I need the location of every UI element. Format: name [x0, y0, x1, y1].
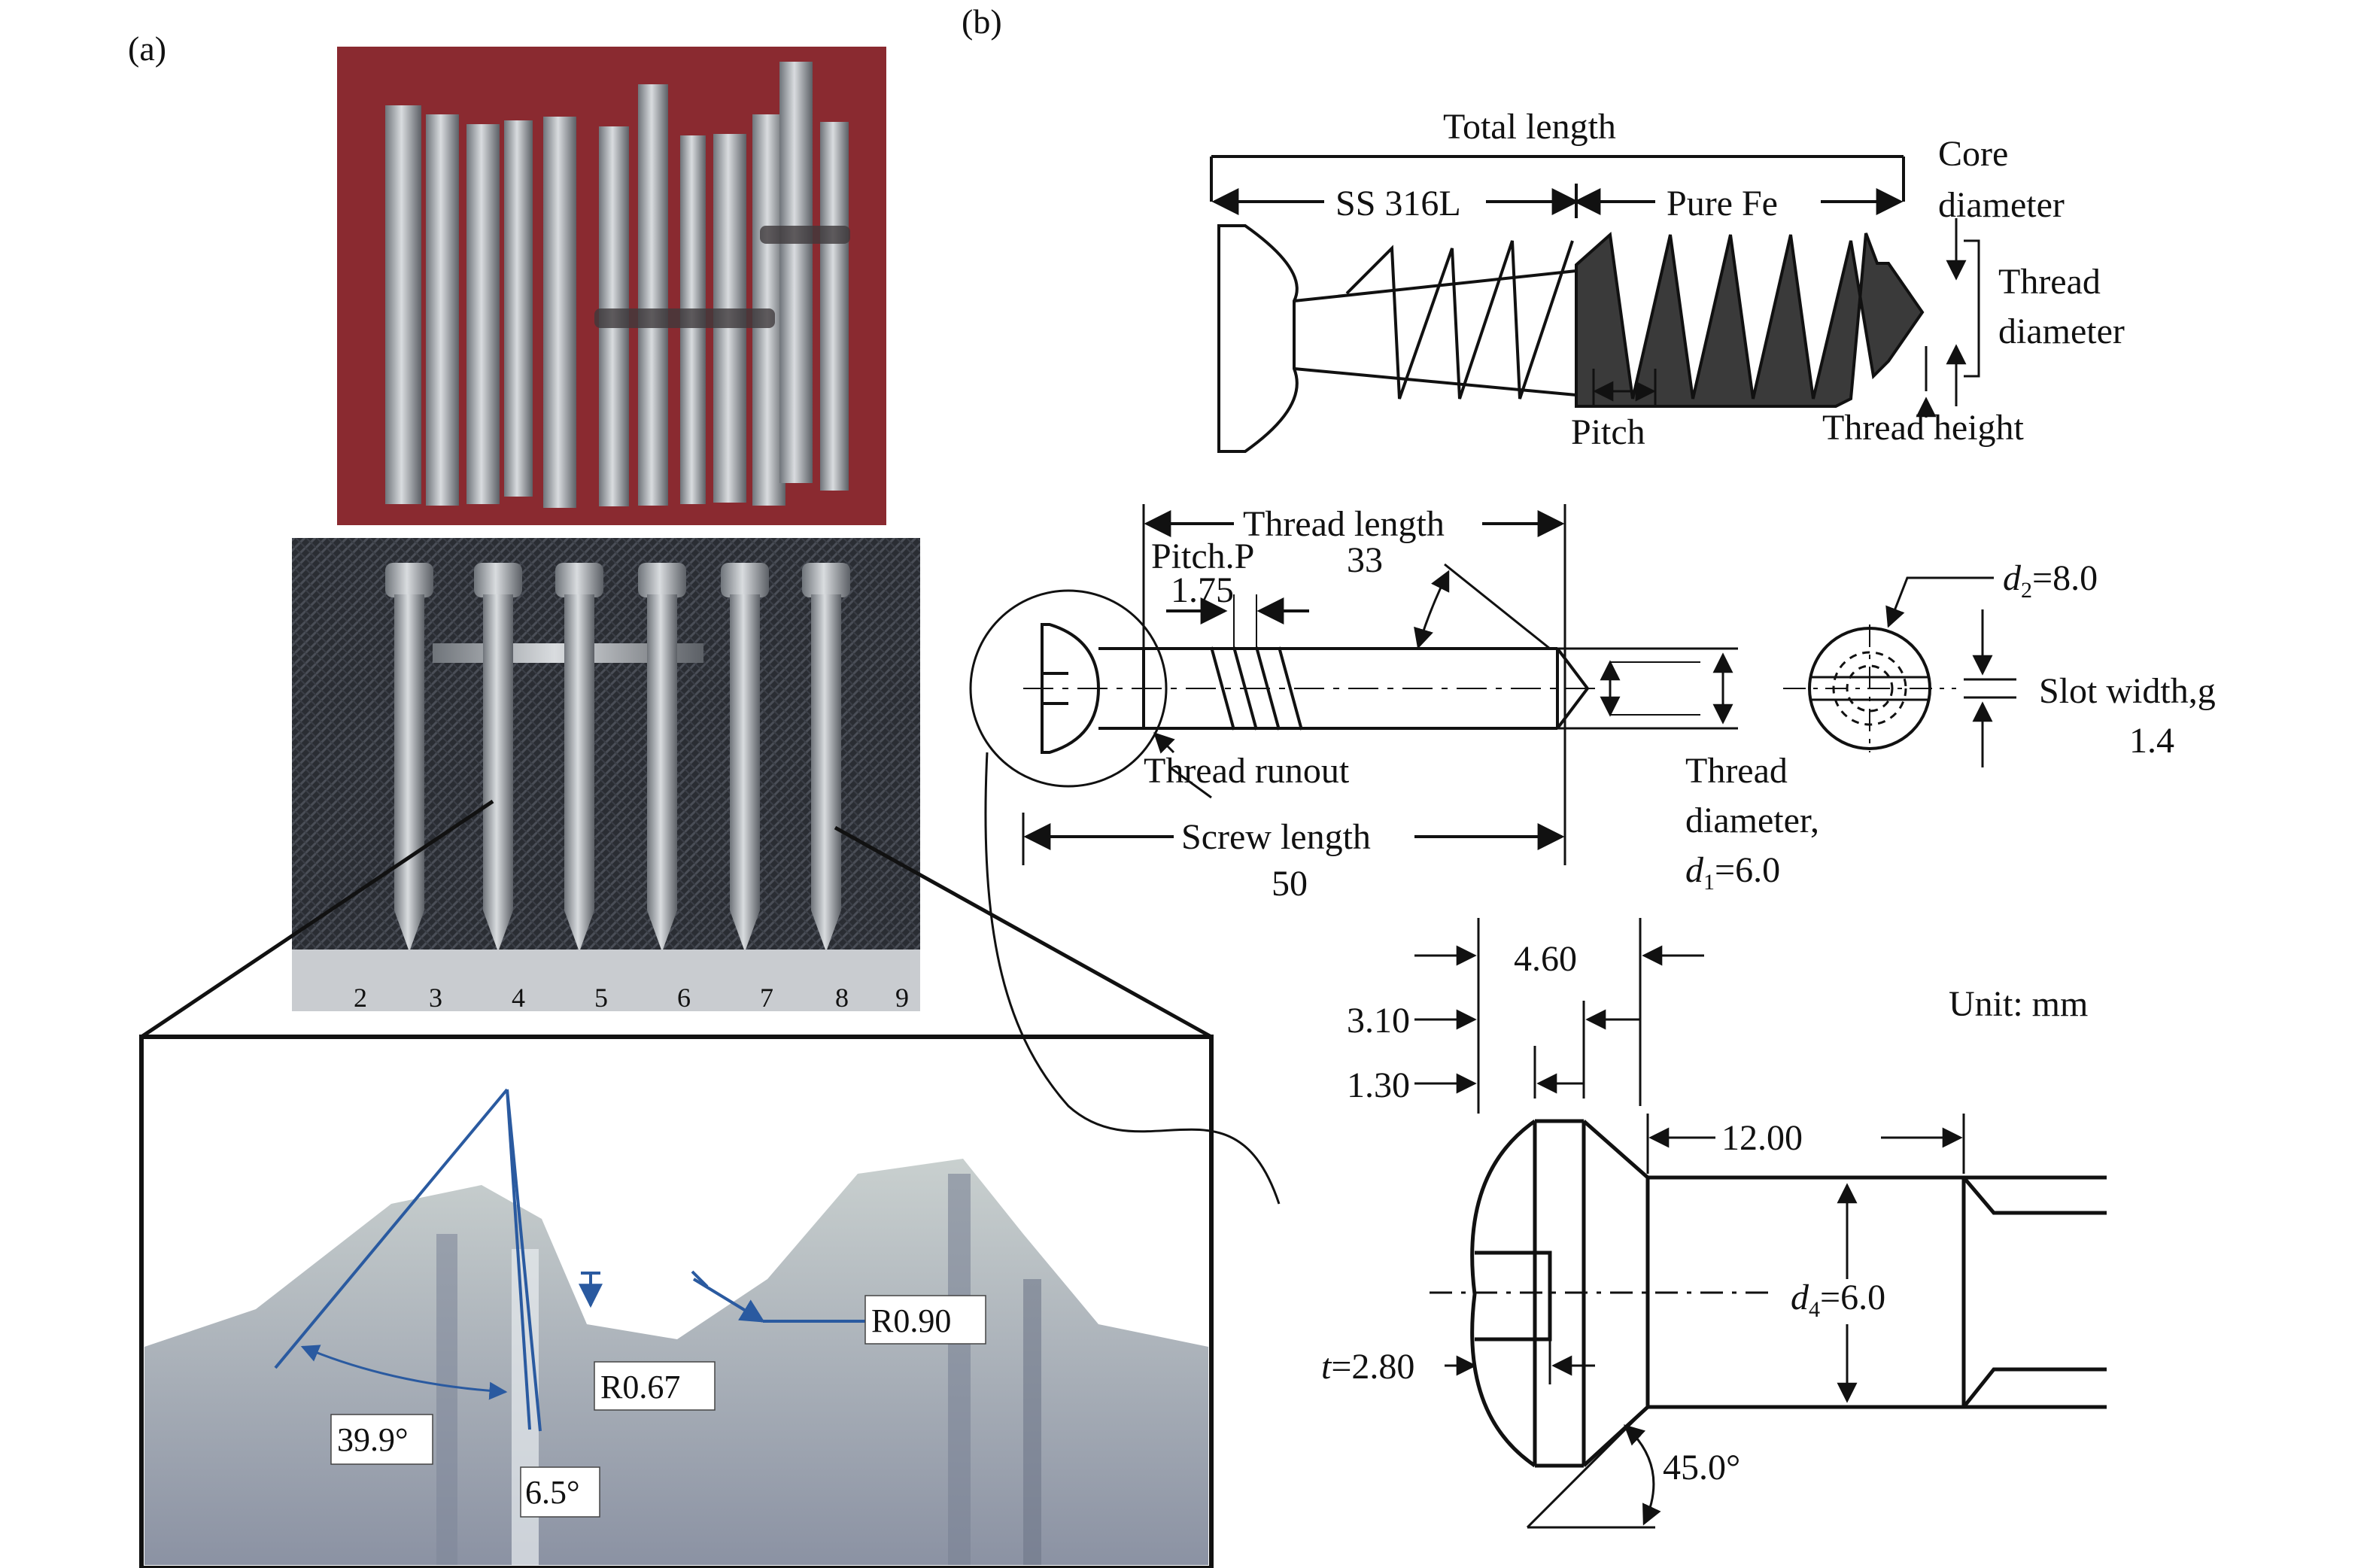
ruler-tick-labels: 2 3 4 5 6 7 8 9: [354, 983, 909, 1013]
callout-radius-090: R0.90: [871, 1302, 951, 1339]
dim-310-label: 3.10: [1347, 1001, 1410, 1041]
photo-screws: [292, 538, 920, 1011]
dim-1200-label: 12.00: [1721, 1118, 1803, 1158]
slot-width-label: Slot width,g: [2039, 671, 2216, 711]
ruler-digit-8: 9: [895, 983, 909, 1013]
middle-labels: Thread length 33 Pitch.P 1.75 Thread run…: [1144, 504, 2216, 904]
thread-diameter-label-1: Thread: [1998, 262, 2101, 302]
head-detail-dims: [1414, 918, 1965, 1529]
ruler-digit-5: 6: [677, 983, 691, 1013]
thread-diameter-d1-label-2: diameter,: [1685, 801, 1819, 840]
screw-dimension-drawing: [969, 504, 2016, 865]
ruler-digit-6: 7: [760, 983, 773, 1013]
d4-label: d4=6.0: [1791, 1278, 1885, 1322]
photo-rods: [337, 47, 886, 525]
core-diameter-label-1: Core: [1938, 134, 2008, 174]
detail-leader-curve: [984, 752, 1281, 1205]
dim-130-label: 1.30: [1347, 1065, 1410, 1105]
bimetal-screw-drawing: [1210, 155, 1905, 453]
t-label: t=2.80: [1321, 1347, 1414, 1387]
micrograph-inset: [139, 1035, 1214, 1568]
ruler-digit-4: 5: [594, 983, 608, 1013]
callout-angle-6: 6.5°: [525, 1474, 580, 1511]
ruler-digit-3: 4: [512, 983, 525, 1013]
thread-height-label: Thread height: [1822, 408, 2025, 448]
d1-label: d1=6.0: [1685, 850, 1780, 895]
top-dims: [1592, 218, 1980, 418]
ruler-digit-2: 3: [429, 983, 442, 1013]
panel-b-label: (b): [962, 2, 1002, 41]
callout-angle-39: 39.9°: [337, 1421, 409, 1458]
pure-fe-segment: [1575, 232, 1925, 408]
panel-a-label: (a): [128, 29, 166, 68]
angle-45-label: 45.0°: [1663, 1448, 1740, 1487]
thread-diameter-d1-label-1: Thread: [1685, 751, 1788, 791]
ss316l-label: SS 316L: [1335, 184, 1461, 223]
thread-length-value: 33: [1347, 540, 1383, 580]
top-labels: Total length SS 316L Pure Fe Core diamet…: [1335, 107, 2125, 452]
ruler-digit-7: 8: [835, 983, 849, 1013]
thread-runout-label: Thread runout: [1144, 751, 1350, 791]
d2-label: d2=8.0: [2003, 558, 2098, 603]
core-diameter-label-2: diameter: [1938, 185, 2065, 225]
callout-radius-067: R0.67: [600, 1369, 680, 1405]
dim-460-label: 4.60: [1514, 939, 1577, 979]
unit-label: Unit: mm: [1949, 984, 2088, 1024]
screw-length-label: Screw length: [1181, 817, 1371, 857]
head-detail-labels: 4.60 3.10 1.30 12.00 Unit: mm d4=6.0 t=2…: [1321, 939, 2088, 1487]
slot-width-value: 1.4: [2129, 721, 2174, 761]
ruler-digit-1: 2: [354, 983, 367, 1013]
total-length-label: Total length: [1443, 107, 1616, 147]
head-detail-drawing: [1430, 1119, 2107, 1468]
screw-length-value: 50: [1272, 864, 1308, 904]
zoom-connector: [140, 799, 1213, 1039]
pitch-label: Pitch: [1571, 412, 1645, 452]
thread-diameter-label-2: diameter: [1998, 311, 2125, 351]
micrograph-callouts: 39.9° 6.5° R0.67 R0.90: [330, 1295, 986, 1518]
pure-fe-label: Pure Fe: [1667, 184, 1778, 223]
thread-length-label: Thread length: [1243, 504, 1445, 544]
pitch-p-value: 1.75: [1171, 570, 1234, 610]
pitch-p-label: Pitch.P: [1151, 536, 1254, 576]
